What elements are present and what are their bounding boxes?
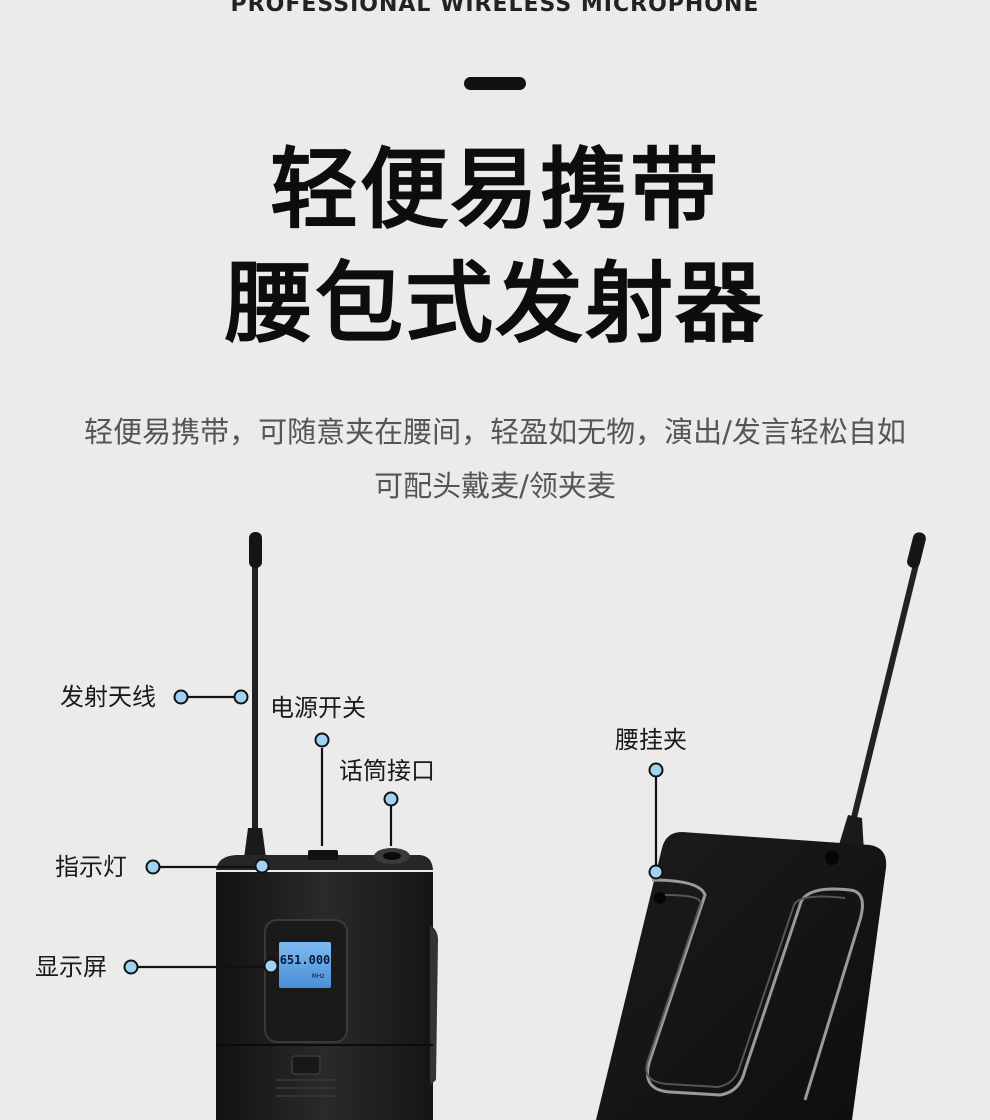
power-switch-callout-dot	[314, 732, 330, 748]
callout-label-power-switch: 电源开关	[270, 694, 366, 722]
headline-line-2: 腰包式发射器	[224, 252, 765, 355]
mic-jack-callout-dot	[383, 791, 399, 807]
callout-label-belt-clip: 腰挂夹	[615, 726, 687, 754]
callout-lines	[138, 695, 658, 969]
antenna-tip	[249, 532, 262, 568]
belt-clip-target-dot	[648, 864, 664, 880]
back-body	[596, 832, 887, 1120]
back-antenna-rod	[845, 547, 923, 843]
battery-latch	[291, 1055, 321, 1075]
title-dash-divider	[464, 77, 526, 90]
description-line-2: 可配头戴麦/领夹麦	[374, 469, 616, 503]
display-callout-dot	[123, 959, 139, 975]
display-target-dot	[263, 958, 279, 974]
lcd-screen	[279, 942, 331, 988]
back-transmitter	[596, 532, 926, 1120]
antenna-base	[244, 828, 266, 858]
kicker-text: PROFESSIONAL WIRELESS MICROPHONE	[230, 0, 760, 17]
indicator-target-dot	[254, 858, 270, 874]
antenna-target-dot	[233, 689, 249, 705]
belt-clip-callout-dot	[648, 762, 664, 778]
callout-label-indicator: 指示灯	[55, 853, 127, 881]
indicator-callout-dot	[145, 859, 161, 875]
front-transmitter: 651.000 MHz	[216, 532, 438, 1120]
antenna-rod	[252, 560, 258, 830]
callout-dots	[123, 689, 664, 975]
antenna-callout-dot	[173, 689, 189, 705]
callout-label-mic-jack: 话筒接口	[339, 757, 435, 785]
back-antenna-tip	[907, 532, 926, 568]
lcd-unit: MHz	[312, 973, 325, 980]
callout-label-antenna: 发射天线	[60, 683, 156, 711]
belt-clip-wire	[646, 878, 864, 1101]
power-switch	[308, 850, 338, 860]
lcd-frequency: 651.000	[280, 953, 331, 967]
callout-label-display: 显示屏	[35, 953, 107, 981]
headline-line-1: 轻便易携带	[269, 138, 720, 241]
description-line-1: 轻便易携带，可随意夹在腰间，轻盈如无物，演出/发言轻松自如	[84, 415, 906, 449]
